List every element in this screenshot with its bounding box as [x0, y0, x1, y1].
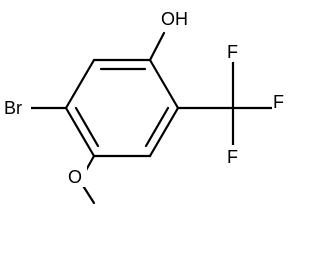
atom-labels: OH Br O F F F: [3, 7, 288, 187]
ring-bond-top-right: [148, 58, 180, 110]
br-label-mask: [3, 96, 31, 120]
ring-bond-right-lower: [148, 106, 180, 158]
methoxy-o-label-mask: [67, 165, 87, 187]
oh-bond: [148, 31, 166, 62]
aromatic-ring: [64, 58, 180, 158]
molecule-structure: OH Br O F F F: [3, 7, 288, 205]
ring-double-bond-right: [144, 106, 170, 148]
oh-label: OH: [161, 9, 188, 29]
methoxy-o-label: O: [68, 167, 82, 187]
f-top-label-mask: [226, 40, 242, 62]
ring-bond-left-lower: [64, 106, 96, 158]
ring-double-bond-left: [74, 106, 100, 148]
f-bottom-label: F: [227, 147, 238, 167]
f-top-label: F: [227, 42, 238, 62]
ring-bond-left-upper: [64, 58, 96, 110]
f-right-label-mask: [272, 90, 288, 112]
f-bottom-label-mask: [226, 145, 242, 167]
br-label: Br: [4, 98, 22, 118]
oh-label-mask: [160, 7, 190, 29]
f-right-label: F: [273, 92, 284, 112]
